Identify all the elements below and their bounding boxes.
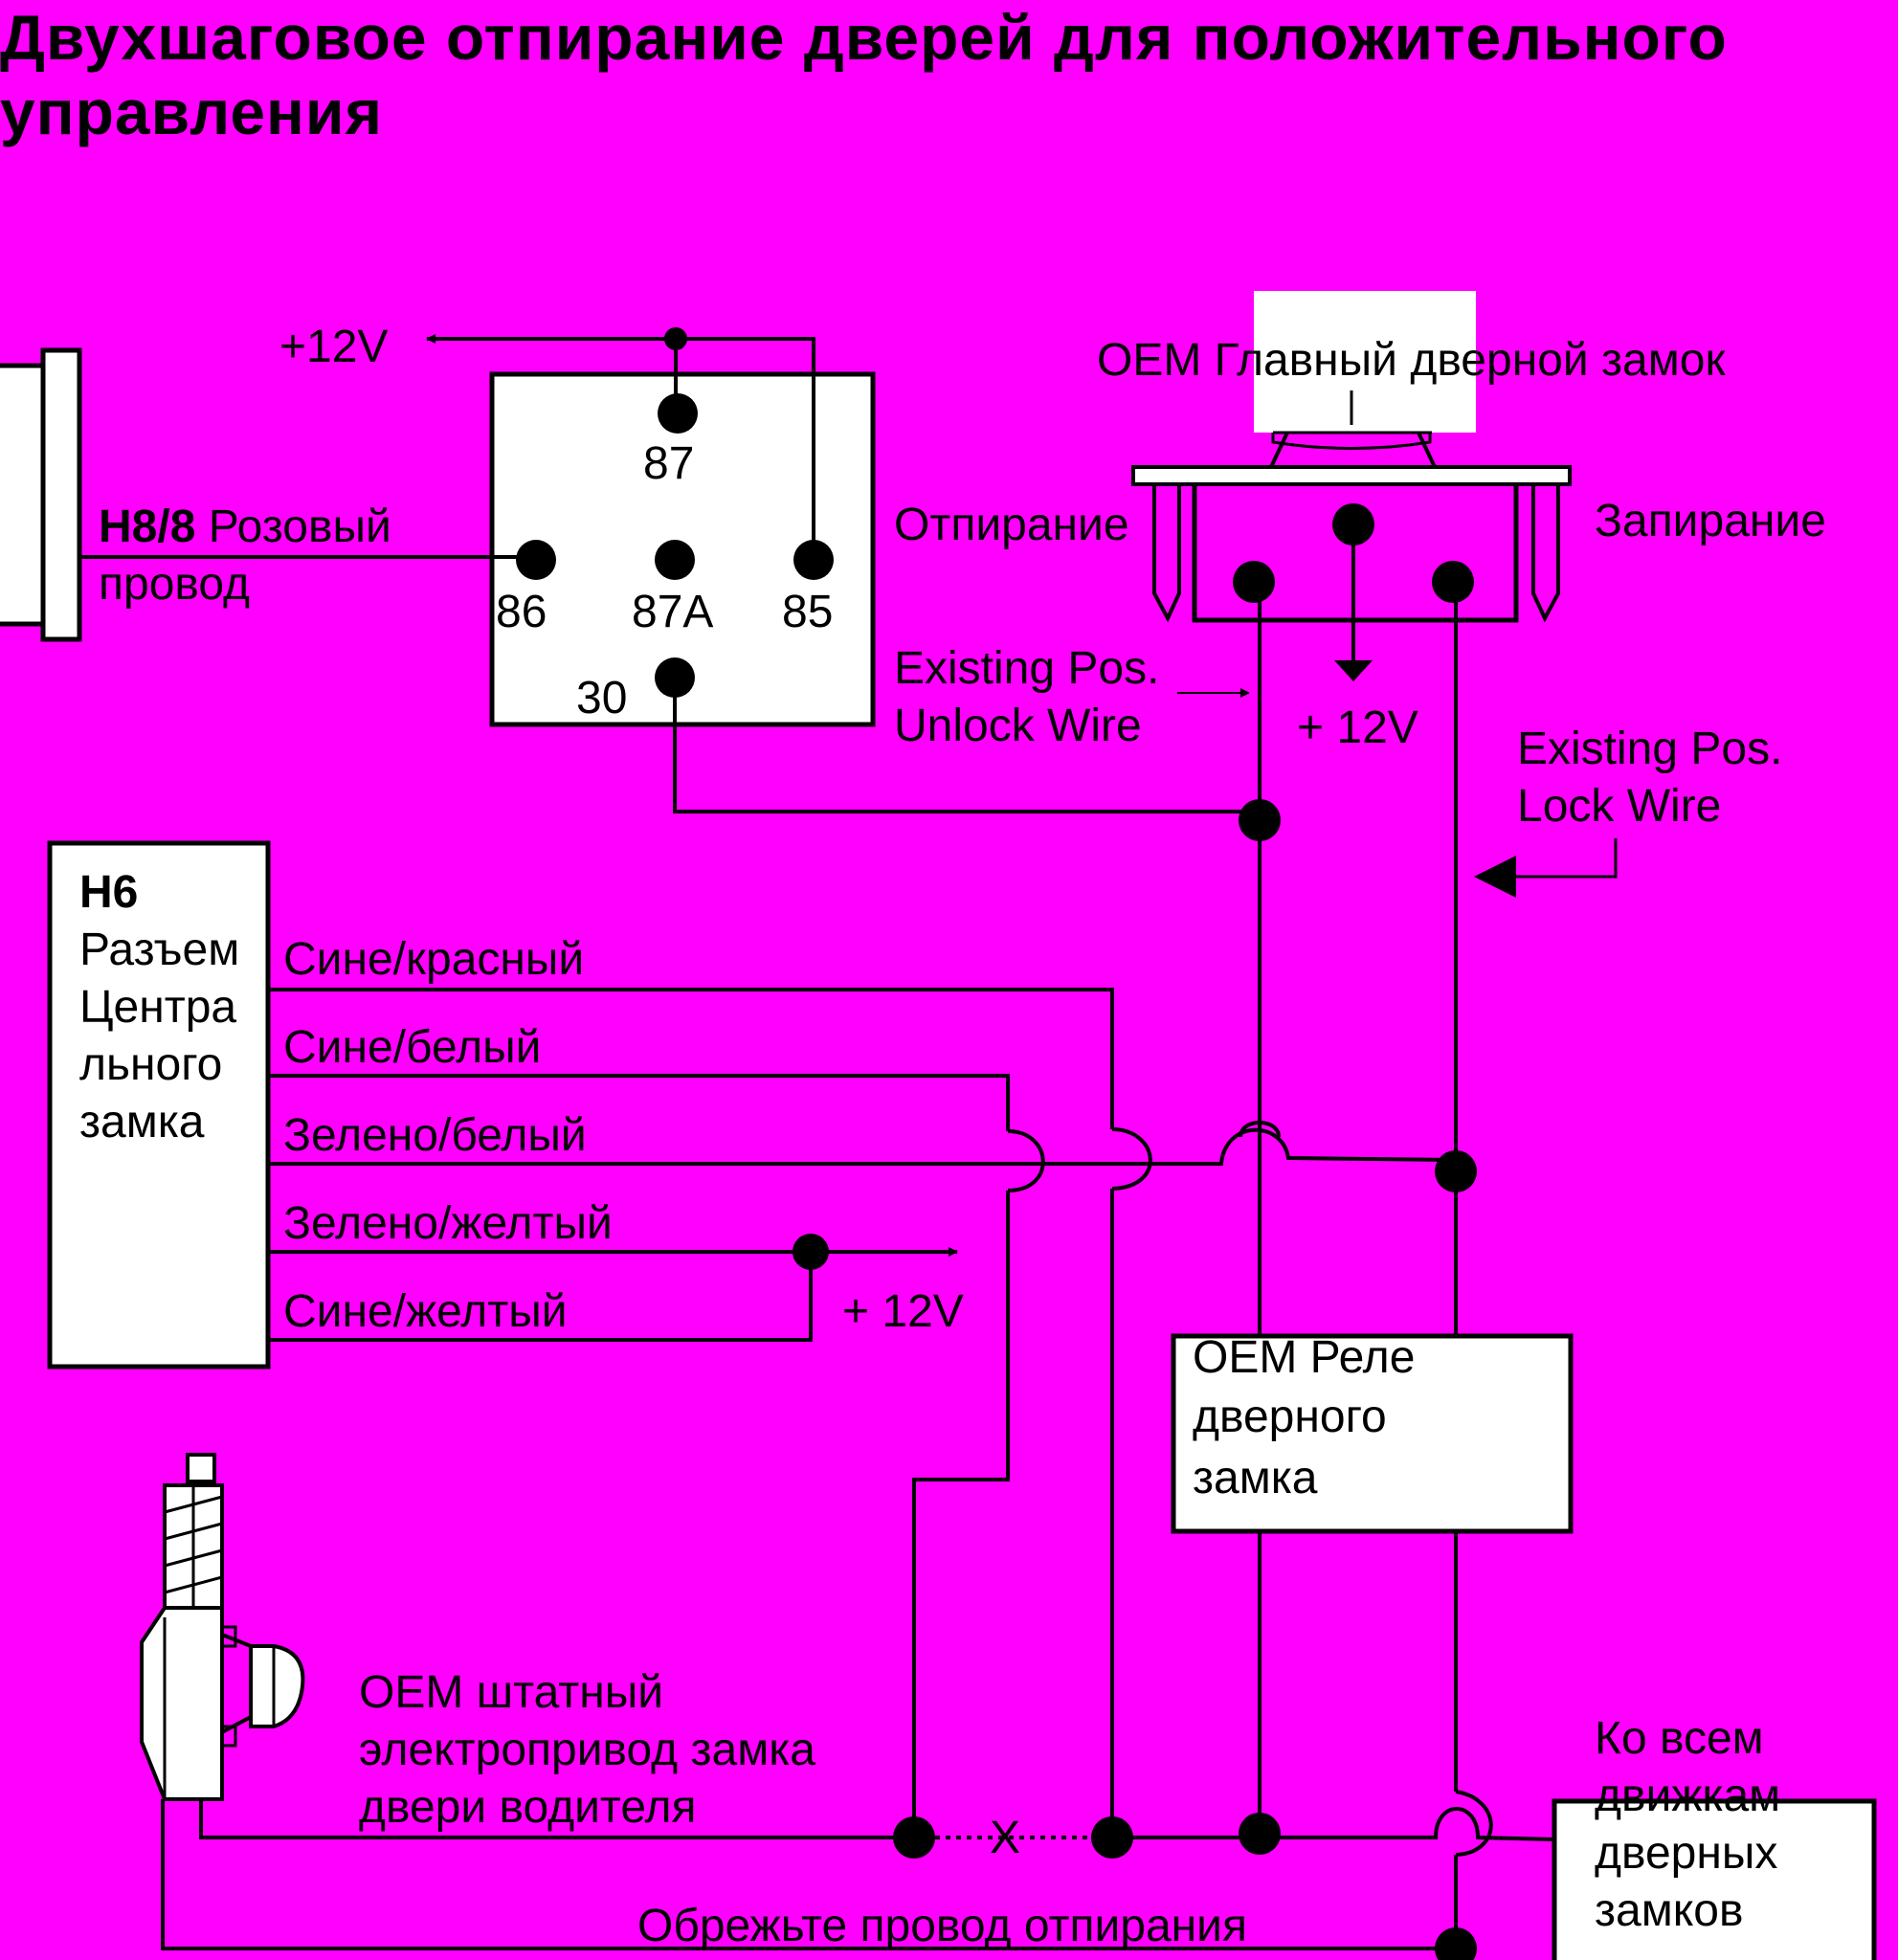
- h6-line-4: замка: [79, 1097, 205, 1147]
- relay-output-wire: [673, 678, 1260, 813]
- junction-dot: [664, 327, 687, 350]
- h8-pink-wire: H8/8 Розовый провод: [79, 501, 517, 610]
- switch-supply-arrowhead: [1334, 660, 1373, 681]
- h6-supply-label: + 12V: [842, 1286, 964, 1337]
- existing-lock-label-line2: Lock Wire: [1517, 781, 1721, 832]
- all-door-actuators: Ко всем движкам дверных замков: [1552, 1713, 1877, 1960]
- h8-wire-label-line2: провод: [99, 559, 250, 610]
- diagram-title-line2: управления: [0, 77, 383, 147]
- lock-wire-junction-dot: [1435, 1150, 1477, 1192]
- h6-line-1: Разъем: [79, 924, 239, 975]
- oem-relay-line-1: OEM Реле: [1193, 1332, 1415, 1383]
- h6-wire-blue-yellow: [268, 1252, 813, 1342]
- existing-unlock-label-line2: Unlock Wire: [894, 701, 1142, 751]
- relay-pin-87a-label: 87A: [632, 587, 713, 637]
- driver-actuator-lock-wire: [161, 1799, 1456, 1950]
- h8-connector-edge: [0, 347, 82, 642]
- oem-relay-box: [1171, 1333, 1574, 1534]
- switch-supply-label: + 12V: [1297, 702, 1418, 753]
- h6-wires: Сине/красный Сине/белый Зелено/белый Зел…: [268, 934, 1457, 1838]
- driver-actuator-line-1: OEM штатный: [359, 1667, 663, 1718]
- switch-unlock-dot: [1233, 561, 1275, 603]
- oem-switch-bar: [1131, 465, 1572, 486]
- driver-door-actuator: OEM штатный электропривод замка двери во…: [140, 1453, 815, 1833]
- existing-unlock-label-line1: Existing Pos.: [894, 643, 1159, 694]
- relay-pin-86-dot: [516, 540, 556, 580]
- h6-wire-blue-white: [268, 1074, 1010, 1131]
- h6-wire-blue-red-label: Сине/красный: [283, 934, 584, 985]
- switch-lock-label: Запирание: [1595, 496, 1826, 546]
- diagram-title-line1: Двухшаговое отпирание дверей для положит…: [0, 2, 1728, 73]
- relay-feed-wire: [674, 337, 815, 560]
- oem-lock-label-box: [1254, 291, 1476, 433]
- relay-pin-86-label: 86: [496, 587, 547, 637]
- h6-wire-blue-white-label: Сине/белый: [283, 1022, 541, 1073]
- relay-pin-85-dot: [793, 540, 834, 580]
- all-actuators-line-1: Ко всем: [1595, 1713, 1764, 1764]
- unlock-output-junction-dot: [1239, 1813, 1281, 1855]
- switch-lock-dot: [1432, 561, 1474, 603]
- driver-actuator-line-2: электропривод замка: [359, 1725, 815, 1775]
- h8-wire-label: H8/8 Розовый: [99, 501, 391, 552]
- all-actuators-line-2: движкам: [1595, 1771, 1780, 1821]
- switch-unlock-label: Отпирание: [894, 500, 1129, 550]
- oem-master-lock-title: OEM Главный дверной замок: [1097, 335, 1726, 386]
- unlock-hook: [1152, 484, 1181, 623]
- relay: +12V 87 86 87A 85 30: [279, 322, 876, 727]
- h8-wire-code: H8/8: [99, 501, 195, 552]
- existing-lock-arrowhead: [1474, 856, 1516, 898]
- relay-pin-87a-dot: [655, 540, 695, 580]
- cut-junction-dot-right: [1091, 1816, 1133, 1859]
- relay-supply-label: +12V: [279, 322, 388, 372]
- h6-wire-green-white: [268, 1127, 1457, 1166]
- h6-connector: H6 Разъем Центра льного замка: [47, 840, 271, 1370]
- h6-code: H6: [79, 867, 138, 918]
- existing-lock-pointer: [1503, 838, 1618, 879]
- existing-lock-label-line1: Existing Pos.: [1517, 724, 1782, 774]
- h6-line-3: льного: [79, 1039, 222, 1090]
- lock-hook: [1531, 484, 1560, 623]
- oem-relay-line-2: дверного: [1193, 1392, 1387, 1442]
- h6-box: [47, 840, 271, 1370]
- all-actuators-box: [1552, 1798, 1877, 1960]
- relay-pin-85-label: 85: [782, 587, 833, 637]
- relay-pin-30-label: 30: [576, 673, 627, 724]
- h6-wire-blue-red: [268, 988, 1114, 1129]
- oem-relay-line-3: замка: [1193, 1453, 1318, 1503]
- driver-actuator-unlock-wire: [199, 1799, 914, 1839]
- driver-actuator-line-3: двери водителя: [359, 1782, 696, 1833]
- h6-wire-blue-yellow-label: Сине/желтый: [283, 1286, 568, 1337]
- oem-door-lock-relay: OEM Реле дверного замка: [1171, 1332, 1574, 1534]
- bottom-lock-junction-dot: [1435, 1927, 1477, 1960]
- relay-pin-87-dot: [658, 393, 698, 434]
- relay-pin-87-label: 87: [643, 438, 694, 489]
- h6-wire-green-white-label: Зелено/белый: [283, 1110, 587, 1161]
- oem-master-lock-switch: OEM Главный дверной замок Отпирание Запи…: [894, 291, 1826, 753]
- h8-wire-color: Розовый: [195, 501, 391, 552]
- cut-unlock-wire-note: Обрежьте провод отпирания: [637, 1901, 1247, 1951]
- all-actuators-line-3: дверных: [1595, 1828, 1777, 1879]
- cut-mark: X: [990, 1813, 1020, 1863]
- h6-wire-green-yellow-label: Зелено/желтый: [283, 1198, 613, 1249]
- h6-line-2: Центра: [79, 982, 236, 1033]
- cut-junction-dot-left: [893, 1816, 935, 1859]
- all-actuators-line-4: замков: [1595, 1885, 1743, 1936]
- all-actuators-feed-wire: [1112, 1807, 1555, 1841]
